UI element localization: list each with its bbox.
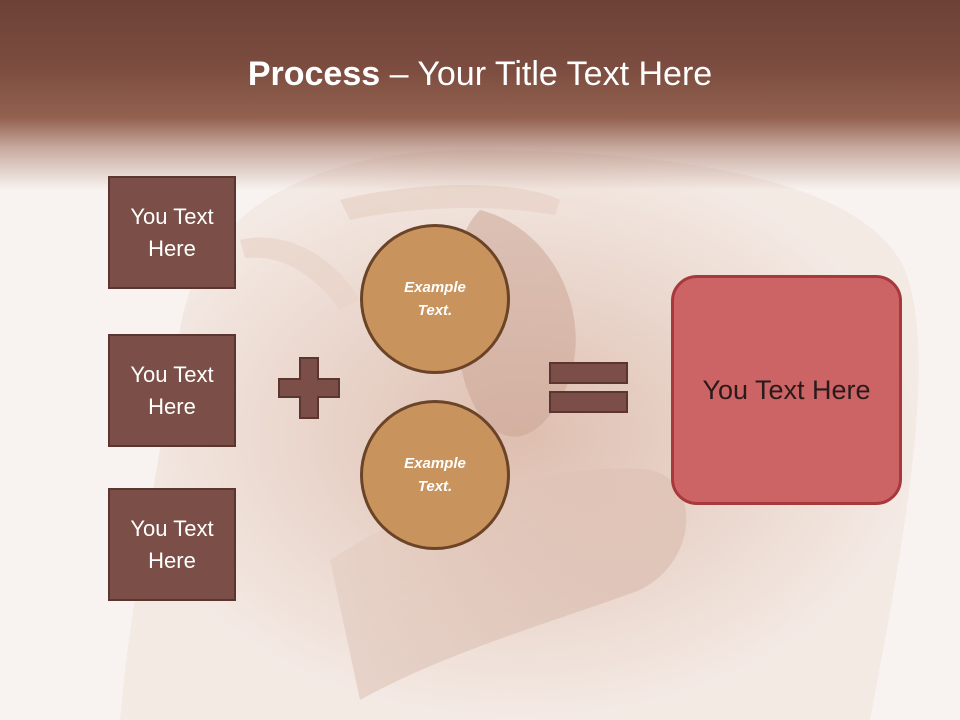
- title-bold: Process: [247, 55, 381, 93]
- slide-title: Process – Your Title Text Here: [0, 52, 960, 96]
- result-label: You Text Here: [702, 374, 871, 405]
- example-circle-2: Example Text.: [360, 400, 510, 550]
- title-band: [0, 0, 960, 190]
- input-box-label: You Text Here: [130, 361, 214, 419]
- plus-icon: [278, 357, 340, 419]
- input-box-label: You Text Here: [130, 203, 214, 261]
- equals-icon: [549, 362, 628, 413]
- circle-label: Example Text.: [404, 455, 466, 495]
- result-box: You Text Here: [671, 275, 902, 505]
- input-box-1: You Text Here: [108, 176, 236, 289]
- title-rest: – Your Title Text Here: [380, 55, 713, 93]
- input-box-2: You Text Here: [108, 334, 236, 447]
- example-circle-1: Example Text.: [360, 224, 510, 374]
- circle-label: Example Text.: [404, 279, 466, 319]
- input-box-label: You Text Here: [130, 515, 214, 573]
- input-box-3: You Text Here: [108, 488, 236, 601]
